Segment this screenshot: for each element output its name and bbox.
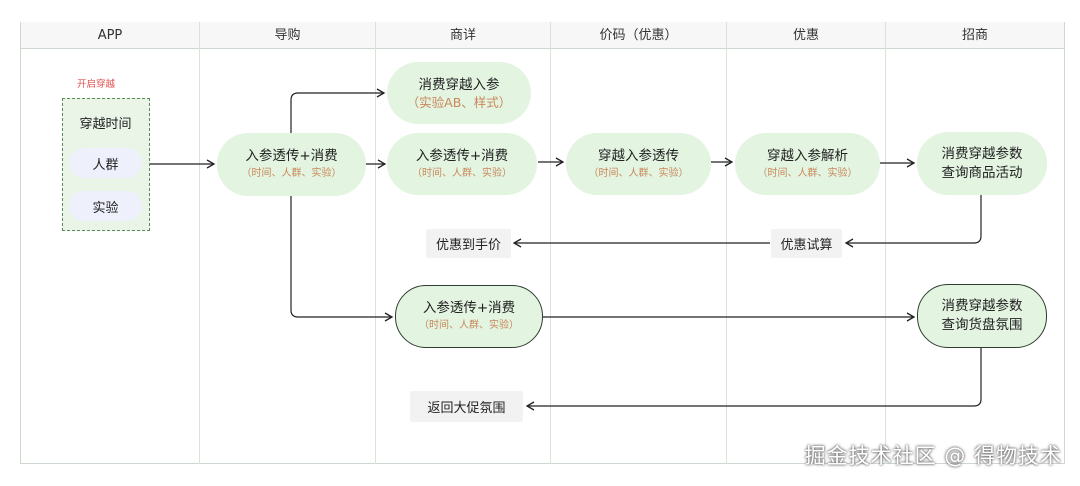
column-header-price: 价码（优惠） (551, 22, 726, 49)
node-title: 入参透传+消费 (422, 300, 516, 316)
node-line2: 查询货盘氛围 (941, 317, 1023, 333)
node-subtitle: （时间、人群、实验） (419, 320, 519, 331)
label-discount-price: 优惠到手价 (426, 229, 511, 258)
node-detail-consume: 消费穿越入参 （实验AB、样式） (387, 62, 531, 124)
arrow-merchant-to-return (525, 348, 982, 411)
node-subtitle: （时间、人群、实验） (757, 167, 858, 179)
node-guide-passthrough: 入参透传+消费 （时间、人群、实验） (217, 133, 366, 196)
node-subtitle: （时间、人群、实验） (412, 167, 512, 179)
column-header-merchant: 招商 (886, 22, 1064, 49)
label-return-atmosphere: 返回大促氛围 (410, 391, 523, 422)
node-discount-parse: 穿越入参解析 （时间、人群、实验） (735, 133, 880, 195)
node-subtitle: （时间、人群、实验） (588, 167, 689, 179)
column-header-detail: 商详 (376, 22, 550, 49)
node-title: 入参透传+消费 (415, 147, 509, 164)
column-header-guide: 导购 (200, 22, 375, 49)
node-subtitle: （实验AB、样式） (406, 94, 512, 110)
watermark: 掘金技术社区 @ 得物技术 (804, 444, 1062, 468)
app-panel: 穿越时间 人群 实验 (62, 98, 150, 231)
node-title: 穿越入参透传 (598, 147, 679, 164)
node-line1: 消费穿越参数 (941, 145, 1023, 162)
arrow-guide-to-detail-bottom (290, 196, 394, 322)
arrow-guide-to-detail-top (290, 88, 386, 133)
node-line1: 消费穿越参数 (941, 298, 1023, 314)
node-detail-passthrough: 入参透传+消费 （时间、人群、实验） (387, 133, 537, 195)
arrow-merchant-to-discount-calc (844, 195, 982, 248)
node-merchant-product-activity: 消费穿越参数 查询商品活动 (917, 132, 1047, 195)
app-item-crowd: 人群 (69, 148, 142, 178)
column-divider (375, 22, 376, 464)
app-item-experiment: 实验 (69, 191, 142, 221)
app-caption: 开启穿越 (77, 79, 116, 90)
node-subtitle: （时间、人群、实验） (241, 168, 342, 179)
node-title: 穿越入参解析 (767, 147, 848, 164)
column-header-app: APP (21, 22, 199, 49)
column-header-discount: 优惠 (727, 22, 885, 49)
node-detail-passthrough-2: 入参透传+消费 （时间、人群、实验） (395, 285, 543, 348)
node-price-passthrough: 穿越入参透传 （时间、人群、实验） (566, 133, 711, 195)
node-line2: 查询商品活动 (941, 164, 1023, 181)
label-discount-calc: 优惠试算 (771, 229, 842, 258)
node-merchant-atmosphere: 消费穿越参数 查询货盘氛围 (917, 284, 1047, 348)
node-title: 入参透传+消费 (245, 148, 338, 164)
column-divider (199, 22, 200, 464)
app-item-time: 穿越时间 (79, 116, 132, 132)
node-title: 消费穿越入参 (418, 76, 500, 93)
